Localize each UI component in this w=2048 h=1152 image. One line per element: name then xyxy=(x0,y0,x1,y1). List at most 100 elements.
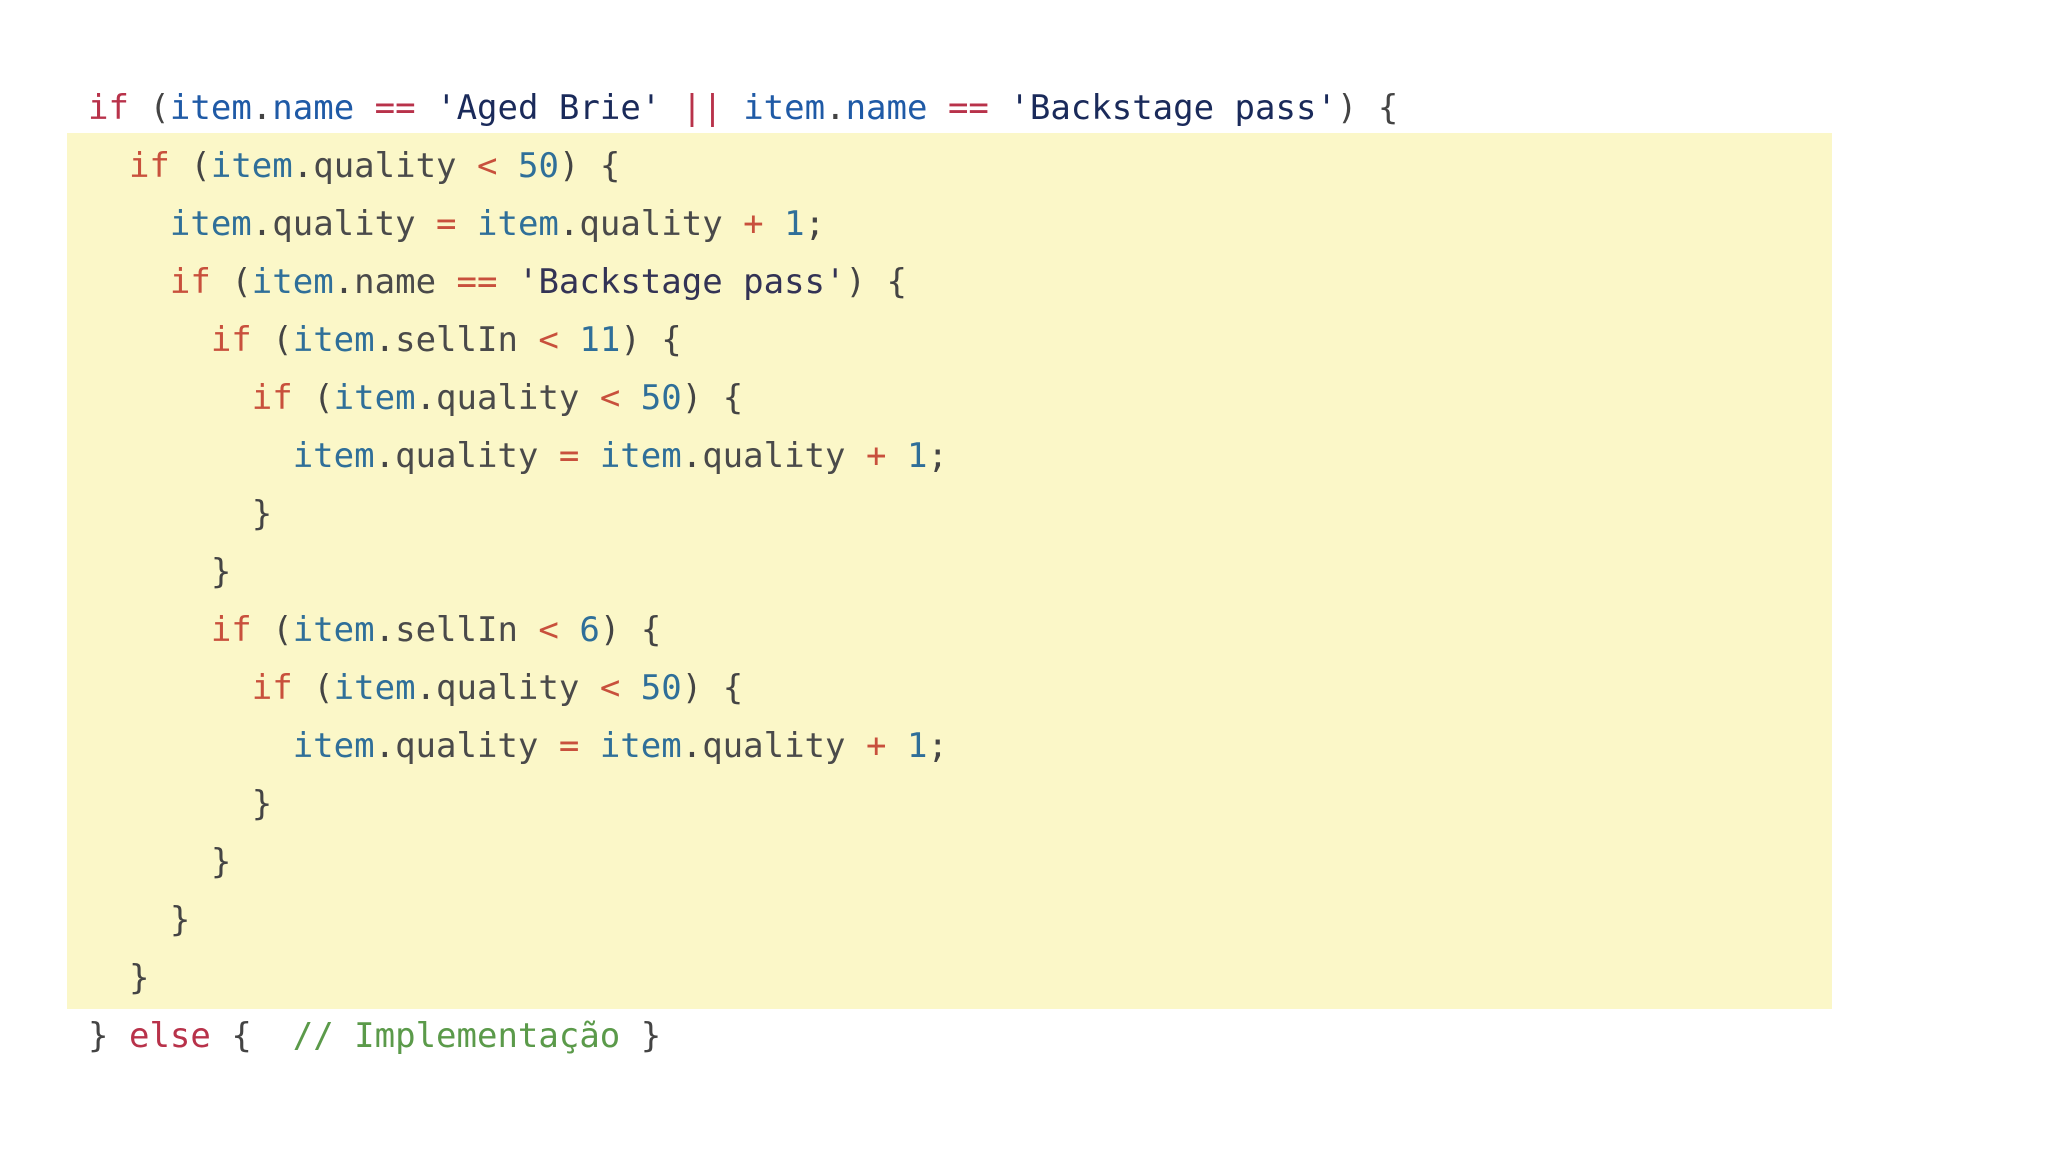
code-token: . xyxy=(558,204,580,244)
code-indent xyxy=(88,958,129,998)
code-token: 'Backstage pass' xyxy=(1009,88,1337,128)
code-token: = xyxy=(558,436,580,476)
code-token: ; xyxy=(804,204,826,244)
code-token xyxy=(108,1016,128,1056)
code-token: ; xyxy=(927,726,948,766)
code-token: ; xyxy=(927,436,948,476)
code-token: ) { xyxy=(681,378,744,418)
code-token: sellIn xyxy=(395,320,518,360)
code-token: < xyxy=(599,668,621,708)
code-token: quality xyxy=(395,436,539,476)
code-token: == xyxy=(456,262,498,302)
code-token: } xyxy=(210,552,232,592)
code-indent xyxy=(88,552,211,592)
code-token: item xyxy=(333,668,416,708)
code-token: . xyxy=(374,610,396,650)
code-token: 'Backstage pass' xyxy=(517,262,846,302)
code-line: } xyxy=(88,833,1398,891)
code-token: quality xyxy=(702,436,846,476)
code-indent xyxy=(88,784,252,824)
code-token: quality xyxy=(579,204,723,244)
code-token: 6 xyxy=(579,610,600,650)
code-token: item xyxy=(169,204,252,244)
code-token: ( xyxy=(128,88,170,128)
code-token: quality xyxy=(272,204,416,244)
code-indent xyxy=(88,494,252,534)
code-indent xyxy=(88,378,252,418)
code-line: item.quality = item.quality + 1; xyxy=(88,427,1398,485)
code-token xyxy=(846,436,866,476)
code-token: . xyxy=(251,204,273,244)
code-line: if (item.sellIn < 6) { xyxy=(88,601,1398,659)
code-token: item xyxy=(599,726,682,766)
code-token: } xyxy=(169,900,191,940)
code-indent xyxy=(88,262,170,302)
code-token xyxy=(436,262,456,302)
code-token: quality xyxy=(436,668,580,708)
code-line: if (item.quality < 50) { xyxy=(88,137,1398,195)
code-token: + xyxy=(865,726,887,766)
code-token xyxy=(886,436,906,476)
code-token: == xyxy=(374,88,416,128)
code-token xyxy=(538,726,558,766)
code-token: ) { xyxy=(558,146,621,186)
code-token xyxy=(764,204,784,244)
code-line: } xyxy=(88,775,1398,833)
code-token: name xyxy=(272,88,355,128)
code-token: 'Aged Brie' xyxy=(436,88,662,128)
code-line: if (item.sellIn < 11) { xyxy=(88,311,1398,369)
code-token: name xyxy=(354,262,437,302)
code-token: . xyxy=(374,436,396,476)
code-line: } xyxy=(88,949,1398,1007)
code-token: . xyxy=(251,88,273,128)
code-token xyxy=(518,320,538,360)
code-line: if (item.quality < 50) { xyxy=(88,659,1398,717)
code-token: . xyxy=(415,378,437,418)
code-token: if xyxy=(169,262,211,302)
code-indent xyxy=(88,320,211,360)
code-token: } xyxy=(210,842,232,882)
code-token: ) { xyxy=(681,668,744,708)
code-indent xyxy=(88,668,252,708)
code-token: ) { xyxy=(845,262,907,302)
code-token: quality xyxy=(313,146,457,186)
code-token xyxy=(416,204,436,244)
code-token: else xyxy=(128,1016,211,1056)
code-snippet: if (item.name == 'Aged Brie' || item.nam… xyxy=(88,79,1398,1065)
code-token: item xyxy=(333,378,416,418)
code-token xyxy=(416,88,436,128)
code-token: ( xyxy=(251,610,293,650)
code-token: } xyxy=(88,1016,109,1056)
code-token: . xyxy=(374,320,396,360)
code-token xyxy=(579,436,599,476)
code-indent xyxy=(88,842,211,882)
code-token: || xyxy=(681,88,723,128)
code-token: sellIn xyxy=(395,610,518,650)
code-token: 50 xyxy=(517,146,559,186)
code-token: + xyxy=(865,436,887,476)
code-indent xyxy=(88,610,211,650)
code-token xyxy=(354,88,374,128)
code-line: } xyxy=(88,485,1398,543)
code-token xyxy=(559,610,579,650)
code-line: if (item.name == 'Backstage pass') { xyxy=(88,253,1398,311)
code-line: item.quality = item.quality + 1; xyxy=(88,195,1398,253)
code-line: item.quality = item.quality + 1; xyxy=(88,717,1398,775)
code-token: item xyxy=(292,436,375,476)
highlighted-code-block xyxy=(67,133,1832,1009)
code-token xyxy=(927,88,947,128)
code-token xyxy=(846,726,866,766)
code-indent xyxy=(88,204,170,244)
code-token: } xyxy=(620,1016,662,1056)
code-token xyxy=(579,726,599,766)
code-token: . xyxy=(292,146,314,186)
code-token xyxy=(457,146,477,186)
code-token xyxy=(620,668,640,708)
code-token: ) { xyxy=(1336,88,1399,128)
code-token: if xyxy=(251,668,293,708)
code-token: ( xyxy=(292,668,334,708)
code-token: name xyxy=(845,88,928,128)
code-token: quality xyxy=(702,726,846,766)
code-token: quality xyxy=(436,378,580,418)
code-token: } xyxy=(251,784,273,824)
